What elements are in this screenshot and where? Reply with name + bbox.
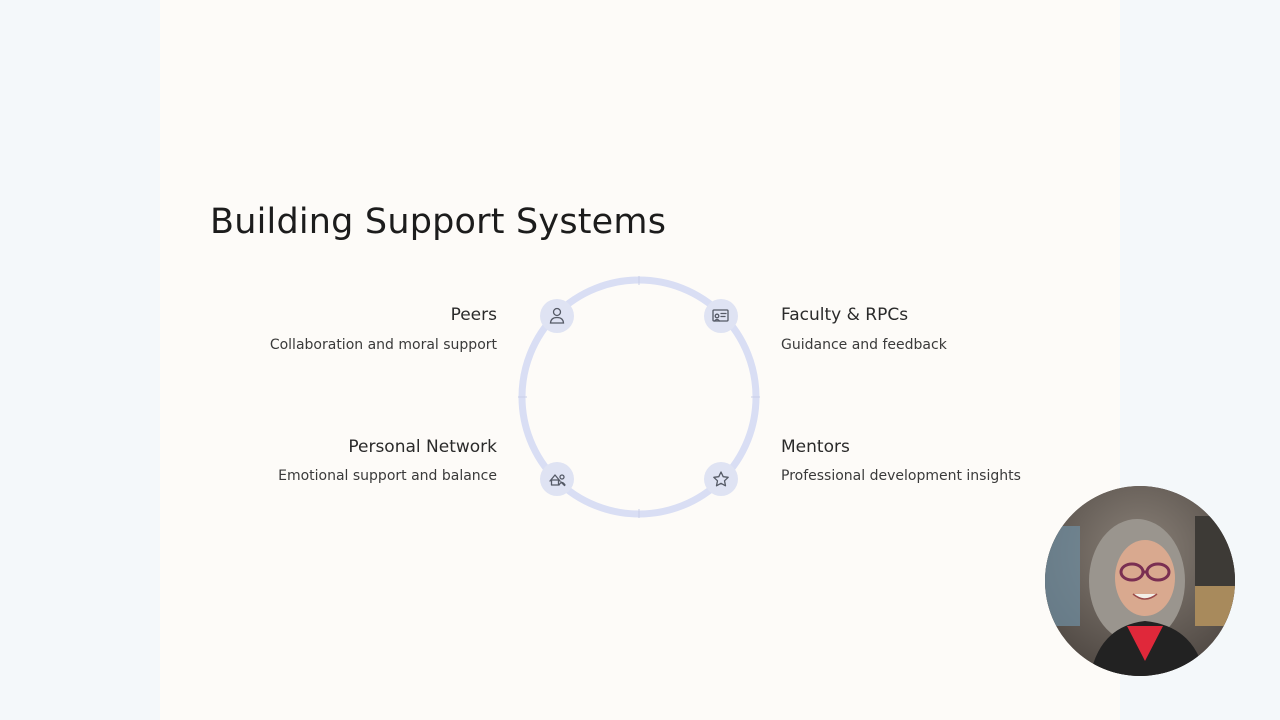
node-label-faculty: Faculty & RPCs	[781, 305, 909, 325]
presenter-avatar	[1045, 486, 1235, 676]
node-desc-faculty: Guidance and feedback	[781, 337, 947, 353]
node-desc-peers: Collaboration and moral support	[269, 337, 497, 353]
slide-canvas	[160, 0, 1120, 720]
node-desc-personal-network: Emotional support and balance	[278, 468, 497, 484]
node-label-personal-network: Personal Network	[348, 437, 497, 457]
presenter-webcam	[1045, 486, 1235, 676]
slide-title: Building Support Systems	[210, 202, 667, 242]
node-label-mentors: Mentors	[781, 437, 850, 457]
node-label-peers: Peers	[450, 305, 497, 325]
node-desc-mentors: Professional development insights	[781, 468, 1021, 484]
left-margin	[0, 0, 160, 720]
